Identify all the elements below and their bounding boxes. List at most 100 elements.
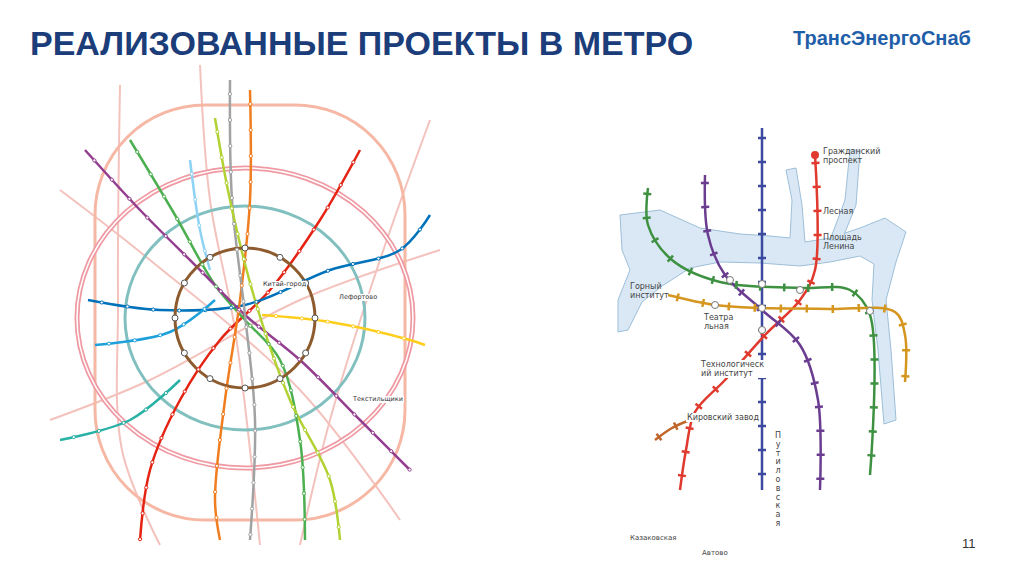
station-dot — [242, 257, 245, 260]
station-dot — [246, 232, 249, 235]
station-dot — [194, 198, 197, 201]
station-dot — [203, 307, 206, 310]
station-tick — [674, 422, 677, 429]
station-tick — [722, 273, 729, 278]
station-dot — [160, 436, 163, 439]
interchange — [727, 277, 734, 284]
station-dot — [212, 347, 215, 350]
station-dot — [238, 308, 241, 311]
station-tick — [758, 257, 766, 260]
station-dot — [326, 206, 329, 209]
station-tick — [678, 475, 686, 476]
slide-title: РЕАЛИЗОВАННЫЕ ПРОЕКТЫ В МЕТРО — [30, 24, 693, 63]
station-dot — [256, 308, 259, 311]
metro-line — [190, 160, 210, 270]
station-dot — [295, 414, 298, 417]
station-dot — [402, 337, 405, 340]
station-dot — [162, 195, 165, 198]
metro-line — [215, 118, 340, 540]
station-tick — [795, 300, 801, 305]
metro-line — [130, 140, 305, 540]
station-name: Горный институт — [630, 282, 676, 300]
station-dot — [283, 271, 286, 274]
station-dot — [353, 413, 356, 416]
station-name: Текстильщики — [352, 396, 404, 403]
station-tick — [776, 320, 781, 326]
station-dot — [278, 341, 281, 344]
station-dot — [198, 224, 201, 227]
station-dot — [401, 247, 404, 250]
station-dot — [141, 512, 144, 515]
station-dot — [190, 172, 193, 175]
station-dot — [337, 526, 340, 529]
metro-line — [60, 380, 180, 440]
station-dot — [351, 262, 354, 265]
station-name: Китай-город — [262, 281, 307, 288]
station-dot — [303, 428, 306, 431]
station-tick — [643, 216, 651, 219]
station-dot — [201, 263, 204, 266]
station-dot — [159, 334, 162, 337]
circle-line — [175, 248, 315, 388]
station-dot — [267, 342, 270, 345]
station-dot — [97, 429, 100, 432]
station-dot — [229, 327, 232, 330]
metro-line — [262, 315, 425, 345]
station-dot — [316, 451, 319, 454]
station-tick — [899, 324, 907, 326]
station-dot — [183, 390, 186, 393]
station-dot — [188, 240, 191, 243]
station-dot — [220, 156, 223, 159]
metro-line — [680, 155, 818, 490]
station-name: Технологическ ий институт — [700, 360, 776, 378]
station-name: Казаковская — [630, 534, 676, 542]
station-dot — [122, 421, 125, 424]
interchange — [207, 254, 213, 260]
station-tick — [739, 289, 744, 295]
station-tick — [816, 477, 824, 480]
station-dot — [233, 335, 236, 338]
metro-line — [95, 300, 215, 345]
station-dot — [228, 118, 231, 121]
station-dot — [390, 450, 393, 453]
page-number: 11 — [962, 537, 976, 552]
station-tick — [831, 283, 834, 291]
station-tick — [816, 429, 824, 432]
station-dot — [230, 196, 233, 199]
station-dot — [300, 317, 303, 320]
station-tick — [758, 209, 766, 212]
station-tick — [807, 281, 814, 284]
station-dot — [248, 351, 251, 354]
station-dot — [151, 461, 154, 464]
station-tick — [867, 454, 875, 457]
station-tick — [745, 351, 751, 356]
station-tick — [758, 233, 766, 236]
station-dot — [371, 431, 374, 434]
station-tick — [869, 334, 877, 337]
station-dot — [299, 440, 302, 443]
station-dot — [333, 500, 336, 503]
interchange — [312, 315, 318, 321]
station-dot — [145, 486, 148, 489]
station-dot — [335, 394, 338, 397]
metro-line — [655, 420, 690, 440]
station-tick — [853, 290, 858, 296]
station-tick — [657, 434, 662, 440]
station-dot — [250, 507, 253, 510]
station-tick — [902, 349, 910, 352]
station-tick — [652, 238, 659, 242]
station-tick — [884, 305, 885, 313]
station-dot — [249, 154, 252, 157]
station-dot — [171, 413, 174, 416]
station-dot — [301, 466, 304, 469]
station-dot — [201, 271, 204, 274]
terminal-station — [811, 151, 819, 159]
station-name: Автово — [702, 549, 728, 557]
interchange — [172, 315, 178, 321]
metro-line — [646, 188, 874, 475]
station-tick — [701, 182, 709, 185]
station-dot — [266, 291, 269, 294]
station-tick — [804, 359, 811, 362]
station-tick — [668, 256, 673, 262]
station-dot — [100, 301, 103, 304]
